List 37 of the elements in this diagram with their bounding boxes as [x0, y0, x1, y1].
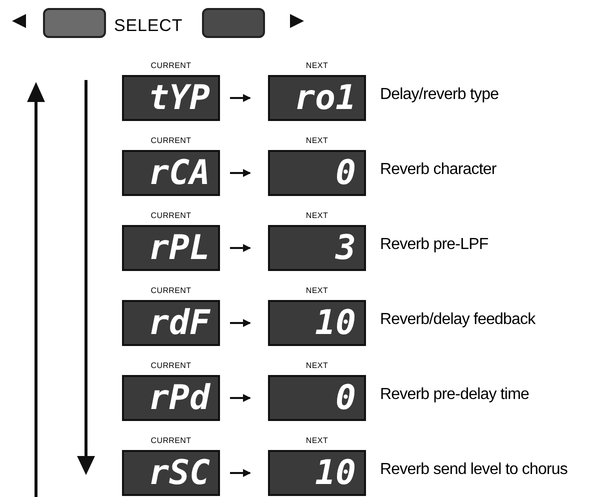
- display-caption: NEXT: [306, 61, 328, 71]
- display-caption: CURRENT: [150, 361, 192, 371]
- led-display: 0: [268, 375, 366, 421]
- arrow: [230, 244, 251, 252]
- arrow: [230, 469, 251, 477]
- parameter-description: Reverb pre-LPF: [380, 235, 488, 255]
- led-display: ro1: [268, 75, 366, 121]
- display-caption: CURRENT: [150, 286, 192, 296]
- led-display: tYP: [122, 75, 220, 121]
- led-display: 0: [268, 150, 366, 196]
- led-display: rdF: [122, 300, 220, 346]
- button-label: SELECT: [114, 15, 183, 37]
- arrow: [230, 319, 251, 327]
- led-display: 3: [268, 225, 366, 271]
- led-display: 10: [268, 300, 366, 346]
- display-caption: NEXT: [306, 361, 328, 371]
- display-caption: CURRENT: [150, 211, 192, 221]
- parameter-description: Delay/reverb type: [380, 85, 499, 105]
- display-caption: CURRENT: [150, 136, 192, 146]
- led-display: rPL: [122, 225, 220, 271]
- parameter-description: Reverb character: [380, 160, 496, 180]
- parameter-description: Reverb pre-delay time: [380, 385, 529, 405]
- display-caption: CURRENT: [150, 436, 192, 446]
- arrow: [230, 394, 251, 402]
- arrow: [230, 94, 251, 102]
- led-display: rSC: [122, 450, 220, 496]
- led-display: rCA: [122, 150, 220, 196]
- led-display: 10: [268, 450, 366, 496]
- led-display: rPd: [122, 375, 220, 421]
- display-caption: NEXT: [306, 286, 328, 296]
- parameter-description: Reverb/delay feedback: [380, 310, 536, 330]
- display-caption: NEXT: [306, 436, 328, 446]
- arrow: [230, 169, 251, 177]
- display-caption: NEXT: [306, 136, 328, 146]
- display-caption: CURRENT: [150, 61, 192, 71]
- display-caption: NEXT: [306, 211, 328, 221]
- parameter-description: Reverb send level to chorus: [380, 460, 568, 480]
